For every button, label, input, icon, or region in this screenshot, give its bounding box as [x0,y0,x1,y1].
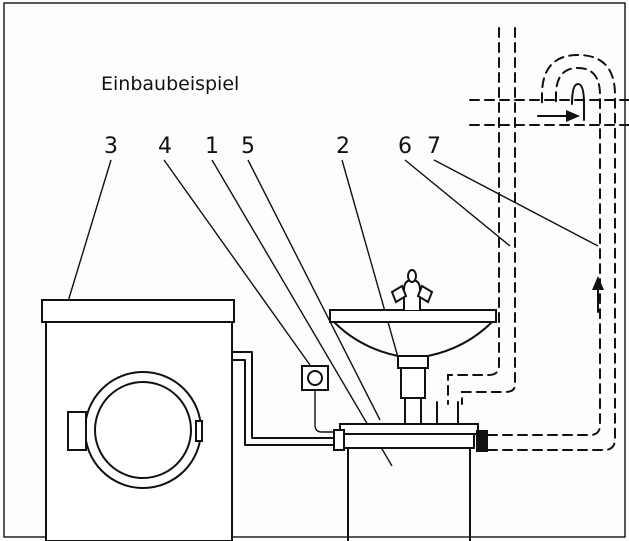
flow-arrow-up-icon [592,276,604,313]
leader-3 [62,159,112,319]
pump-tank-walls [347,447,471,541]
leader-6 [404,159,511,247]
pump-outlet-right [476,430,488,452]
arrow-up-head [592,276,604,290]
washer-hinge [195,420,203,442]
pump-unit-icon [333,401,488,541]
label-1: 1 [205,134,219,159]
washer-door-inner [94,381,192,479]
pump-lid [339,423,479,435]
faucet-icon [390,269,434,310]
washer-door-handle [67,411,87,451]
power-socket-icon [301,365,340,433]
diagram-title: Einbaubeispiel [101,73,239,95]
socket-cable [314,390,340,433]
socket-hole [307,370,323,386]
leader-1 [211,159,393,467]
washer-drain-hose-inner [231,359,341,446]
vent-pipe-6 [447,27,516,405]
faucet-handle-right [416,284,434,304]
sink-icon [329,309,497,425]
discharge-loop-inner [571,83,585,121]
frame-border [3,2,626,538]
discharge-pipe-7 [487,53,616,451]
faucet-handle-left [390,284,408,304]
leader-2 [341,159,406,383]
label-2: 2 [336,134,350,159]
faucet-spout-top [407,269,417,283]
label-3: 3 [104,134,118,159]
socket-plate [301,365,329,391]
leader-7 [433,159,599,247]
flow-arrow-right-icon [537,110,580,122]
leader-4 [163,159,311,366]
vent-pipe-outer [447,27,500,405]
arrow-right-head [566,110,580,122]
vent-pipe-inner [461,27,516,405]
sink-bowl [333,321,493,357]
leader-5 [247,159,381,421]
sink-drain-pipe [400,367,426,399]
label-4: 4 [158,134,172,159]
washing-machine-icon [41,299,235,541]
discharge-pipe-outer [487,66,601,436]
pump-vent-stubs [436,401,459,425]
label-7: 7 [427,134,441,159]
label-5: 5 [241,134,255,159]
pump-collar [343,433,475,449]
sink-drain-cup [397,355,429,369]
sink-drain-tail [404,397,422,425]
leader-lines [62,159,599,467]
pump-inlet-left [333,429,345,451]
discharge-pipe-inner [487,53,616,451]
sink-rim [329,309,497,323]
washer-drain-hose-outer [231,351,341,439]
label-6: 6 [398,134,412,159]
washer-top [41,299,235,323]
